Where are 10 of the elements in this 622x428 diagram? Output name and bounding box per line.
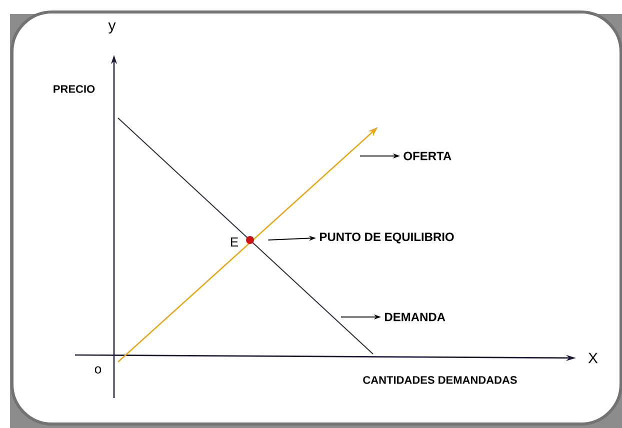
curve-label: DEMANDA	[385, 312, 446, 322]
origin-label: o	[94, 366, 102, 374]
axis-label: CANTIDADES DEMANDADAS	[363, 376, 517, 384]
curve-label: OFERTA	[404, 152, 452, 160]
equilibrium-point	[246, 236, 254, 244]
axis-label: y	[108, 22, 116, 34]
axis-label: X	[588, 352, 598, 364]
curve-label: PUNTO DE EQUILIBRIO	[320, 232, 454, 244]
point-label: E	[231, 238, 238, 246]
axis-label: PRECIO	[54, 85, 95, 93]
